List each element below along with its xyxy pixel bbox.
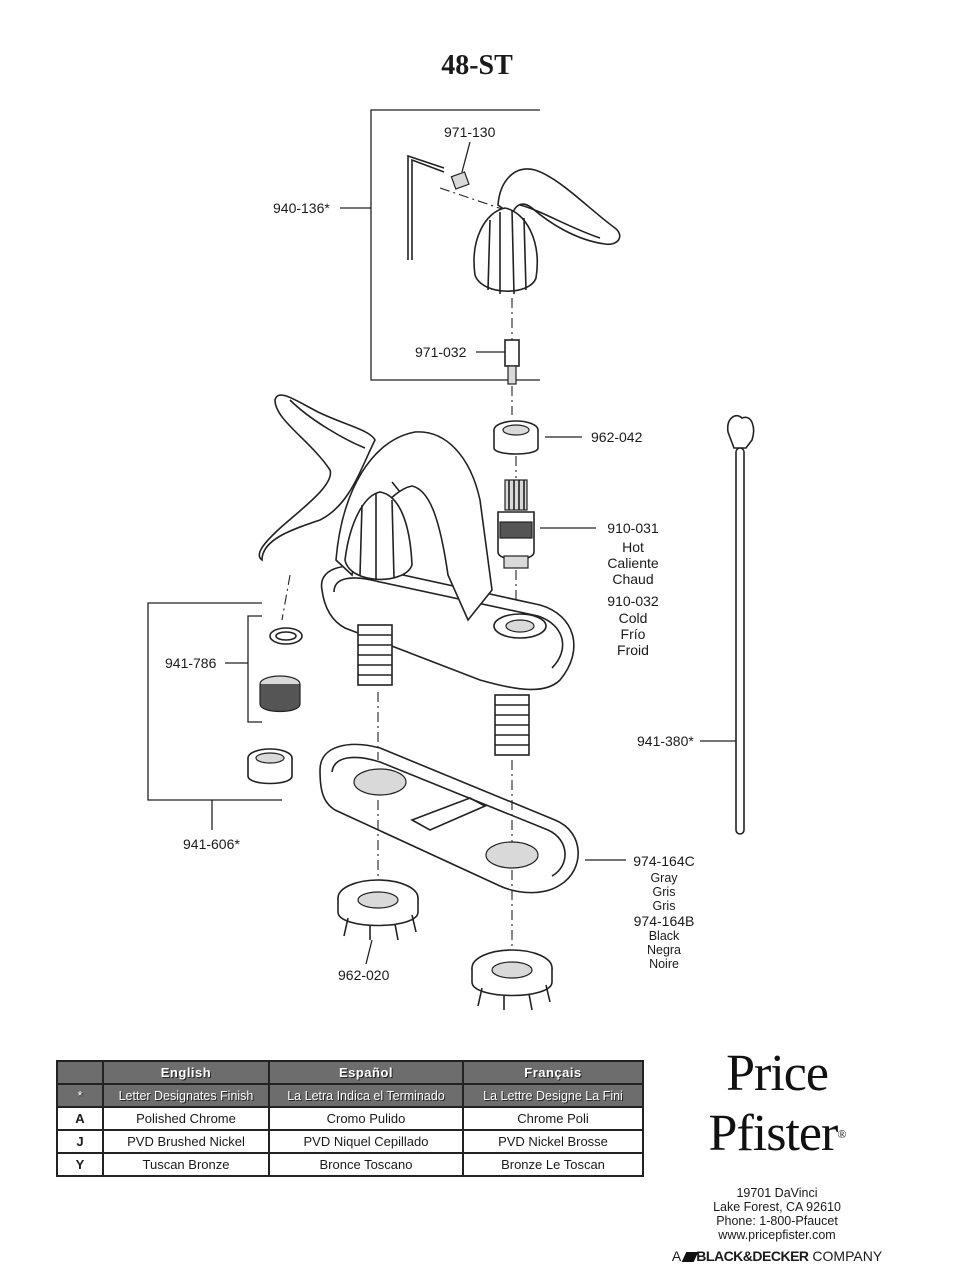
finish-en: PVD Brushed Nickel [102, 1129, 270, 1154]
company-suffix: COMPANY [812, 1248, 883, 1264]
part-label-940-136: 940-136* [273, 200, 330, 216]
handle-screw-icon [476, 298, 520, 415]
finish-es: Cromo Pulido [268, 1106, 464, 1131]
page-title: 48-ST [441, 50, 513, 81]
header-francais: Français [462, 1060, 644, 1085]
lever-handle-icon [473, 168, 621, 295]
part-label-971-032: 971-032 [415, 344, 467, 360]
finish-fr: PVD Nickel Brosse [462, 1129, 644, 1154]
aerator-icon [247, 627, 303, 785]
allen-wrench-icon [407, 154, 445, 260]
table-row: Y Tuscan Bronze Bronce Toscano Bronze Le… [56, 1152, 644, 1177]
part-label-941-380: 941-380* [637, 733, 694, 749]
part-desc-910-031-es: Caliente [607, 555, 659, 571]
set-screw-icon [439, 141, 506, 211]
bracket-940-136 [340, 109, 540, 381]
address-website: www.pricepfister.com [718, 1228, 836, 1242]
bonnet-nut-icon [493, 420, 582, 455]
finish-fr: Chrome Poli [462, 1106, 644, 1131]
part-desc-910-032-es: Frío [621, 626, 646, 642]
part-label-910-031: 910-031 [607, 520, 659, 536]
finish-table: English Español Français * Letter Design… [56, 1060, 644, 1177]
part-label-962-020: 962-020 [338, 967, 390, 983]
part-desc-910-032-en: Cold [619, 610, 648, 626]
finish-note-row: * Letter Designates Finish La Letra Indi… [56, 1083, 644, 1108]
exploded-parts-diagram: 971-130 940-136* 971-032 962-042 910-031… [147, 109, 755, 1011]
finish-code: A [56, 1106, 104, 1131]
finish-note-es: La Letra Indica el Terminado [268, 1083, 464, 1108]
address-phone: Phone: 1-800-Pfaucet [716, 1214, 838, 1228]
part-desc-974-164C-en: Gray [650, 871, 678, 885]
part-desc-910-031-fr: Chaud [612, 571, 653, 587]
company-name: BLACK&DECKER [696, 1248, 809, 1264]
part-desc-974-164B-en: Black [649, 929, 680, 943]
part-desc-910-031-en: Hot [622, 539, 644, 555]
brand-block: Price Pfister® 19701 DaVinci Lake Forest… [652, 1044, 902, 1264]
part-label-962-042: 962-042 [591, 429, 643, 445]
finish-code: J [56, 1129, 104, 1154]
escutcheon-gasket-icon [319, 692, 626, 894]
part-desc-974-164B-fr: Noire [649, 957, 679, 971]
part-label-974-164C: 974-164C [633, 853, 695, 869]
part-label-910-032: 910-032 [607, 593, 659, 609]
brand-logo: Price Pfister® [652, 1044, 902, 1164]
part-desc-974-164B-es: Negra [647, 943, 681, 957]
part-label-971-130: 971-130 [444, 124, 496, 140]
finish-en: Tuscan Bronze [102, 1152, 270, 1177]
part-label-941-786: 941-786 [165, 655, 217, 671]
part-label-974-164B: 974-164B [634, 913, 695, 929]
registered-mark-icon: ® [837, 1127, 846, 1141]
finish-note-symbol: * [56, 1083, 104, 1108]
mounting-nut-icon [337, 800, 553, 1011]
finish-note-en: Letter Designates Finish [102, 1083, 270, 1108]
finish-table-header: English Español Français [56, 1060, 644, 1085]
finish-en: Polished Chrome [102, 1106, 270, 1131]
brand-logo-text: Price Pfister [708, 1045, 839, 1162]
finish-fr: Bronze Le Toscan [462, 1152, 644, 1177]
finish-es: Bronce Toscano [268, 1152, 464, 1177]
header-espanol: Español [268, 1060, 464, 1085]
brand-address: 19701 DaVinci Lake Forest, CA 92610 Phon… [652, 1186, 902, 1242]
finish-es: PVD Niquel Cepillado [268, 1129, 464, 1154]
cartridge-icon [497, 456, 596, 610]
parent-company: A BLACK&DECKER COMPANY [652, 1248, 902, 1264]
address-line: Lake Forest, CA 92610 [713, 1200, 841, 1214]
table-row: A Polished Chrome Cromo Pulido Chrome Po… [56, 1106, 644, 1131]
faucet-body-icon [258, 394, 575, 756]
finish-code: Y [56, 1152, 104, 1177]
part-desc-974-164C-es: Gris [653, 885, 676, 899]
table-row: J PVD Brushed Nickel PVD Niquel Cepillad… [56, 1129, 644, 1154]
finish-note-fr: La Lettre Designe La Fini [462, 1083, 644, 1108]
part-desc-910-032-fr: Froid [617, 642, 649, 658]
bracket-941-606 [147, 602, 282, 830]
header-english: English [102, 1060, 270, 1085]
address-line: 19701 DaVinci [736, 1186, 818, 1200]
part-label-941-606: 941-606* [183, 836, 240, 852]
part-desc-974-164C-fr: Gris [653, 899, 676, 913]
lift-rod-icon [700, 414, 755, 835]
company-prefix: A [671, 1248, 681, 1264]
header-blank [56, 1060, 104, 1085]
